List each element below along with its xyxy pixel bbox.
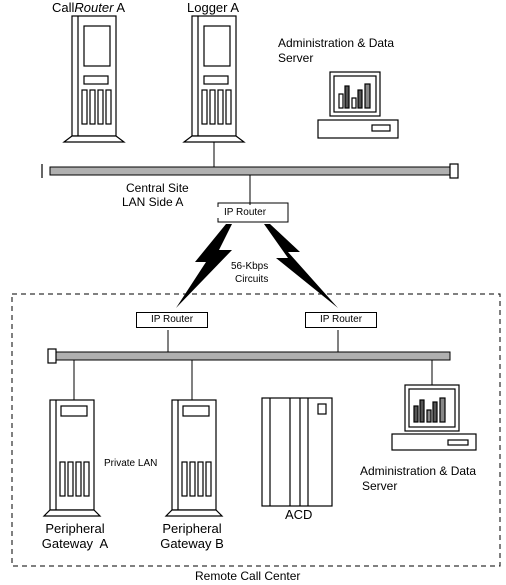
- callrouter-a-server-icon: [62, 15, 126, 143]
- remote-admin-server-label-line2: Server: [362, 479, 398, 493]
- remote-admin-server-icon: [391, 384, 477, 451]
- remote-admin-server-label-line1: Administration & Data: [360, 464, 477, 478]
- pg-a-label-line2: Gateway A: [41, 536, 109, 551]
- logger-a-label: Logger A: [187, 0, 240, 15]
- central-admin-server-label-line2: Server: [278, 51, 314, 65]
- acd-icon: [261, 397, 333, 507]
- central-lan-label-line1: Central Site: [126, 181, 189, 195]
- acd-label: ACD: [285, 507, 313, 522]
- remote-site-boundary: [11, 293, 501, 567]
- remote-site-label: Remote Call Center: [195, 569, 301, 583]
- pg-b-label-line1: Peripheral: [162, 521, 222, 536]
- pg-a-label-line1: Peripheral: [45, 521, 105, 536]
- wan-link-label-line1: 56-Kbps: [231, 261, 269, 272]
- peripheral-gateway-b-icon: [164, 399, 224, 517]
- pg-b-label-line2: Gateway B: [160, 536, 224, 551]
- remote-ip-router-left: IP Router: [136, 312, 208, 328]
- remote-ip-router-right: IP Router: [305, 312, 377, 328]
- logger-a-server-icon: [182, 15, 246, 143]
- callrouter-a-label: CallRouter A: [52, 1, 125, 15]
- wan-link-right-bolt: [264, 224, 338, 308]
- remote-lan-bus: [47, 348, 451, 364]
- central-admin-server-label-line1: Administration & Data: [278, 36, 395, 50]
- callrouter-label-suffix: A: [113, 0, 126, 15]
- wan-link-left-bolt: [176, 224, 232, 308]
- central-admin-server-icon: [317, 71, 399, 139]
- peripheral-gateway-a-icon: [42, 399, 102, 517]
- private-lan-label: Private LAN: [104, 458, 158, 469]
- central-lan-label-line2: LAN Side A: [122, 195, 184, 209]
- central-router-bracket: [217, 202, 289, 223]
- callrouter-label-italic: Router: [74, 0, 114, 15]
- central-ip-router-label: IP Router: [224, 207, 267, 218]
- wan-link-label-line2: Circuits: [235, 274, 269, 285]
- callrouter-label-prefix: Call: [52, 0, 75, 15]
